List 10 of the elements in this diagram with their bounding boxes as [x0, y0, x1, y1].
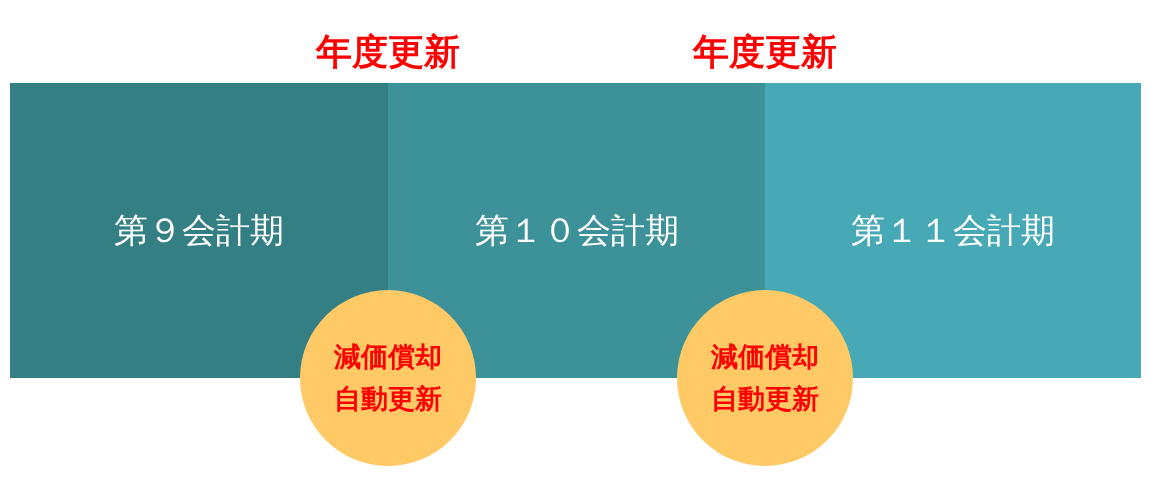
- period-box: [388, 83, 765, 378]
- renewal-label: 年度更新: [693, 30, 837, 74]
- renewal-label: 年度更新: [316, 30, 460, 74]
- period-label: 第１０会計期: [474, 208, 679, 252]
- period-box: [10, 83, 388, 378]
- event-label: 減価償却自動更新: [333, 340, 443, 416]
- period-box: [765, 83, 1141, 378]
- event-label: 減価償却自動更新: [710, 340, 820, 416]
- period-label: 第９会計期: [114, 208, 284, 252]
- period-label: 第１１会計期: [851, 208, 1055, 252]
